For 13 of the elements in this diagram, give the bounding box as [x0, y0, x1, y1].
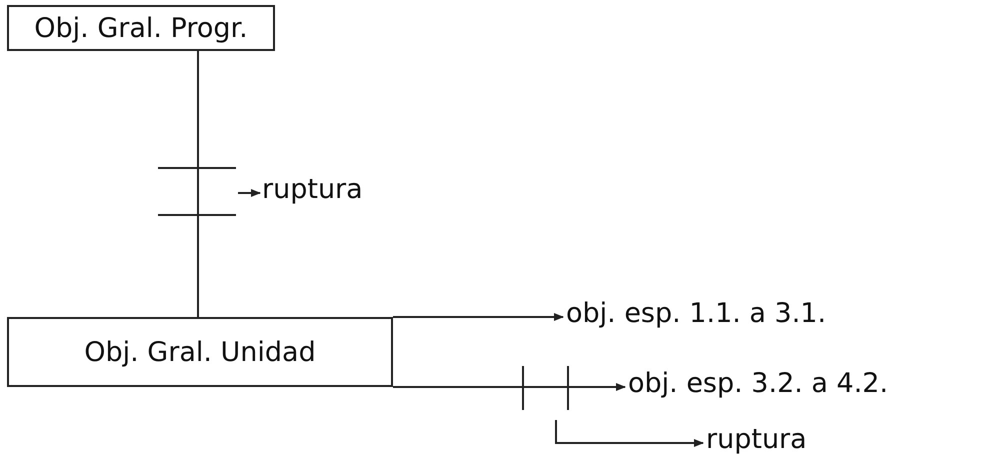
- annotation-text: obj. esp. 1.1. a 3.1.: [566, 300, 826, 327]
- leader-arrow: [555, 420, 704, 447]
- box-label: Obj. Gral. Unidad: [84, 338, 316, 366]
- objective-box: [7, 317, 393, 387]
- annotation-text: obj. esp. 3.2. a 4.2.: [628, 370, 888, 397]
- arrow: [393, 313, 564, 321]
- arrow: [393, 383, 626, 391]
- annotation-text: ruptura: [262, 176, 363, 203]
- objective-box: [7, 5, 275, 51]
- box-label: Obj. Gral. Progr.: [34, 14, 248, 42]
- connector-line: [197, 51, 199, 317]
- leader-arrow: [238, 189, 261, 197]
- annotation-text: ruptura: [706, 426, 807, 453]
